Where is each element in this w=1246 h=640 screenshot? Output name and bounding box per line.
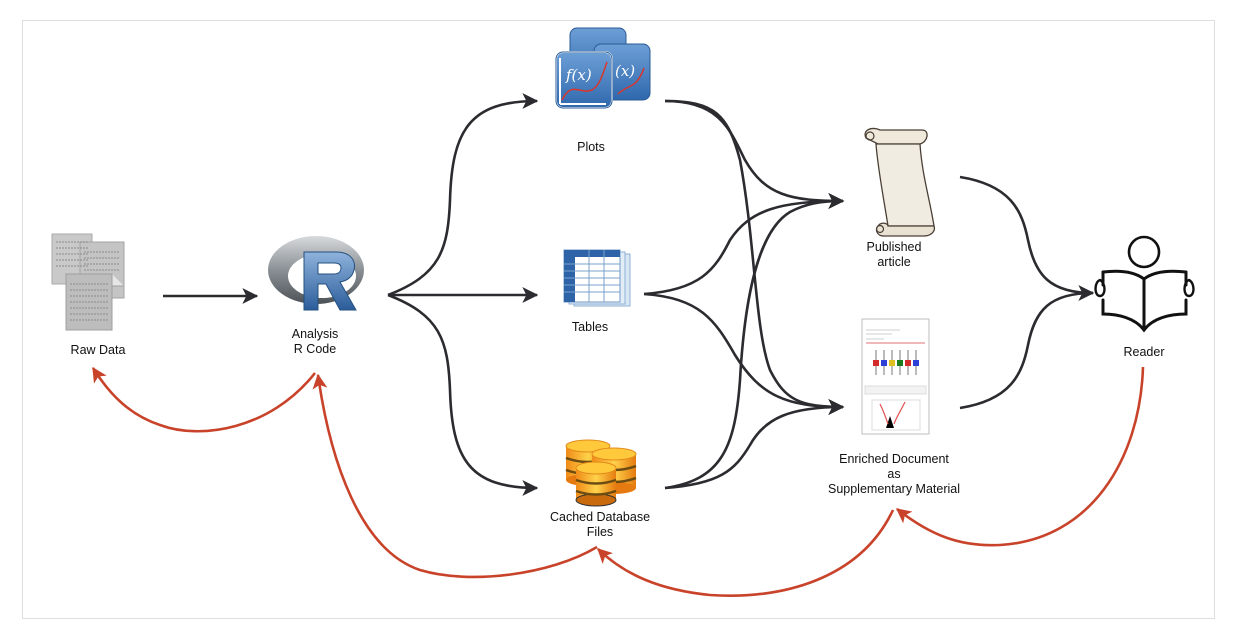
reader-icon: [1094, 235, 1195, 333]
edge-published-to-reader: [959, 175, 1095, 301]
svg-text:f(x): f(x): [565, 66, 592, 84]
edge-rcode-to-plots: [387, 93, 539, 297]
label-line: Reader: [1123, 345, 1165, 359]
label-line: R Code: [293, 342, 337, 356]
database-icon: [565, 439, 637, 507]
label-line: article: [877, 255, 911, 269]
edge-tables-to-published: [643, 193, 845, 296]
feedback-cacheddb-to-rcode: [312, 373, 598, 579]
node-label-r-code: Analysis R Code: [292, 327, 339, 357]
label-line: Plots: [577, 140, 605, 154]
node-label-published: Published article: [867, 240, 922, 270]
edge-cacheddb-to-enriched: [664, 399, 845, 490]
label-line: Analysis: [291, 327, 339, 341]
edge-plots-to-enriched: [664, 99, 845, 415]
edge-plots-to-published: [664, 99, 845, 209]
label-line: Raw Data: [70, 343, 126, 357]
node-label-cached-db: Cached Database Files: [550, 510, 650, 540]
feedback-reader-to-enriched: [896, 366, 1145, 547]
node-label-plots: Plots: [577, 140, 605, 155]
report-document-icon: [861, 318, 930, 435]
tables-icon: [563, 249, 631, 307]
feedback-rcode-to-rawdata: [91, 366, 317, 433]
diagram-frame: [22, 20, 1215, 619]
r-logo-icon: [268, 236, 364, 311]
node-label-enriched: Enriched Document as Supplementary Mater…: [828, 452, 960, 497]
edge-tables-to-enriched: [643, 292, 845, 415]
scroll-icon: [864, 127, 936, 237]
edge-enriched-to-reader: [959, 291, 1094, 410]
label-line: as: [887, 467, 901, 481]
label-line: Tables: [571, 320, 609, 334]
node-label-tables: Tables: [572, 320, 608, 335]
documents-icon: [51, 233, 125, 331]
label-line: Files: [586, 525, 614, 539]
label-line: Cached Database: [549, 510, 651, 524]
node-label-reader: Reader: [1124, 345, 1165, 360]
node-label-raw-data: Raw Data: [71, 343, 126, 358]
edge-rcode-to-cacheddb: [387, 293, 539, 496]
label-line: Enriched Document: [839, 452, 949, 466]
plots-icon: f(x) (x): [555, 27, 651, 109]
label-line: Published: [866, 240, 922, 254]
feedback-enriched-to-cacheddb: [597, 509, 895, 597]
svg-text:(x): (x): [615, 62, 635, 80]
label-line: Supplementary Material: [827, 482, 961, 496]
edge-cacheddb-to-published: [664, 193, 845, 490]
